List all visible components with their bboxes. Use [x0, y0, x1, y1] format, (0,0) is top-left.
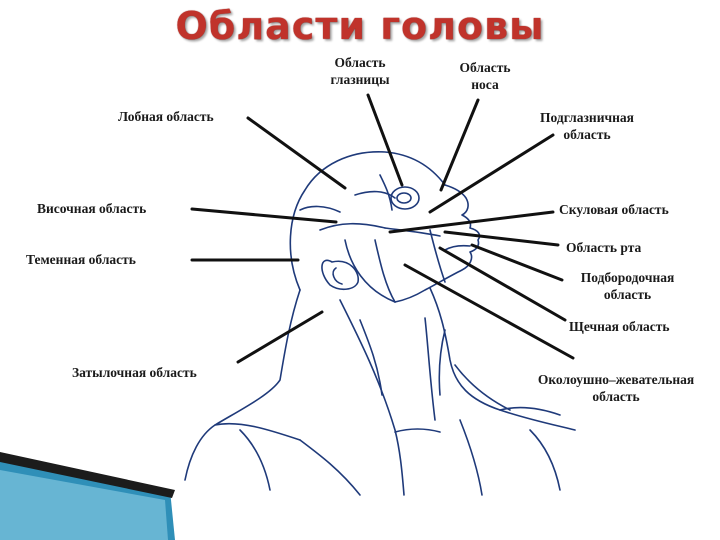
label-infraorbital: Подглазничная область	[522, 109, 652, 143]
label-buccal: Щечная область	[569, 319, 670, 334]
label-zygomatic: Скуловая область	[559, 202, 669, 217]
slide-accent-shape	[0, 452, 175, 540]
label-orbit-line1: Область	[334, 55, 386, 70]
label-nose-line2: носа	[471, 77, 499, 92]
leader-lines	[190, 93, 575, 364]
label-chin-line1: Подбородочная	[580, 270, 675, 285]
label-orbit: Область глазницы	[314, 54, 406, 88]
label-nose-line1: Область	[459, 60, 511, 75]
leader-parotid	[403, 263, 575, 360]
leader-frontal	[246, 116, 347, 190]
leader-occipital	[236, 310, 324, 364]
label-temporal: Височная область	[37, 201, 147, 216]
label-mouth: Область рта	[566, 240, 642, 255]
leader-nose	[439, 98, 480, 192]
leader-chin	[470, 243, 564, 282]
label-parotid-line1: Околоушно–жевательная	[537, 372, 695, 387]
label-chin: Подбородочная область	[560, 269, 695, 303]
head-outline	[184, 151, 576, 496]
label-parietal: Теменная область	[26, 252, 136, 267]
leader-zygomatic	[388, 210, 555, 234]
label-orbit-line2: глазницы	[330, 72, 390, 87]
label-parotid-line2: область	[592, 389, 640, 404]
leader-orbit	[366, 93, 404, 187]
label-infraorbital-line1: Подглазничная	[540, 110, 634, 125]
label-occipital: Затылочная область	[72, 365, 197, 380]
label-parotid: Околоушно–жевательная область	[514, 371, 718, 405]
leader-temporal	[190, 207, 338, 224]
leader-infraorbital	[428, 133, 555, 214]
slide-title: Области головы	[175, 4, 545, 48]
leader-buccal	[438, 246, 567, 322]
label-nose: Область носа	[444, 59, 526, 93]
leader-mouth	[443, 230, 560, 247]
label-infraorbital-line2: область	[563, 127, 611, 142]
label-chin-line2: область	[603, 287, 652, 302]
label-frontal: Лобная область	[118, 109, 214, 124]
